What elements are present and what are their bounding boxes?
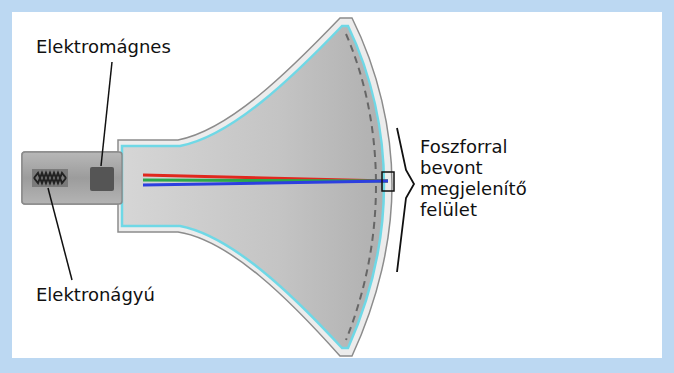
gun-filament bbox=[34, 173, 66, 183]
electron-gun bbox=[32, 169, 68, 187]
part-label: Foszforral bevont megjelenítő felület bbox=[420, 136, 540, 220]
leader-line bbox=[48, 188, 72, 280]
part-label: Elektromágnes bbox=[36, 36, 171, 57]
tube-neck-front bbox=[22, 152, 122, 204]
part-label: Elektronágyú bbox=[36, 284, 155, 305]
shadow-mask bbox=[346, 34, 376, 340]
gun-filament bbox=[34, 173, 66, 183]
electromagnet bbox=[90, 167, 114, 191]
bracket bbox=[397, 128, 414, 272]
leader-line bbox=[101, 62, 112, 166]
blue-beam bbox=[143, 181, 388, 185]
tube-neck bbox=[22, 152, 122, 204]
pixel-marker bbox=[382, 172, 394, 191]
tube-bell-inner bbox=[122, 26, 384, 348]
tube-bell-glass bbox=[118, 18, 392, 356]
